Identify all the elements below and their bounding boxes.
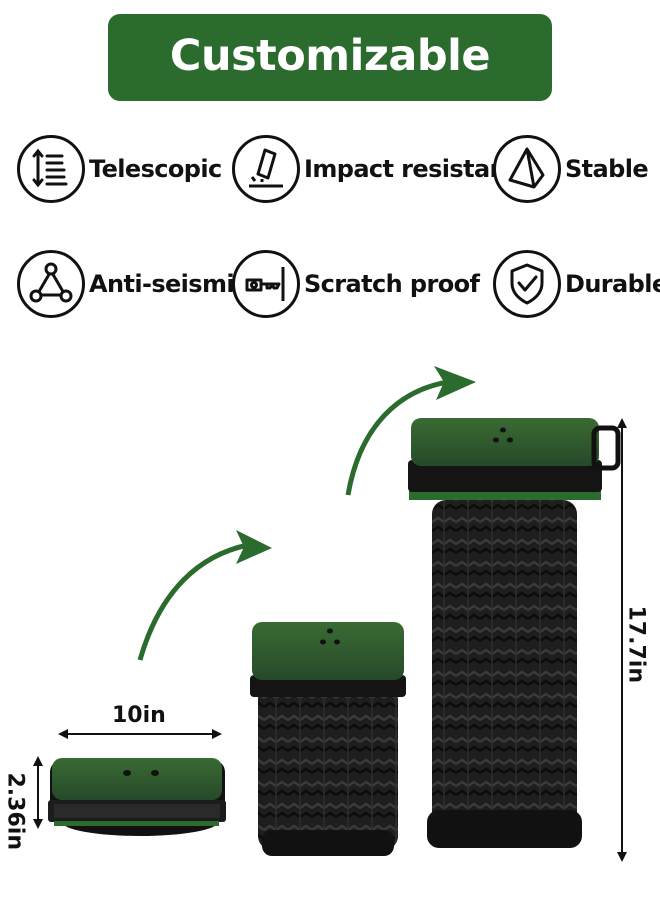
folded-height-dimension-line: [33, 756, 43, 829]
stool-fully-extended: [408, 418, 621, 848]
title-banner: [108, 14, 552, 101]
feature-label: Telescopic: [89, 155, 222, 183]
shield-check-icon: [493, 250, 561, 318]
folded-height-label: 2.36in: [2, 772, 28, 850]
product-scene: [33, 366, 627, 862]
key-scratch-icon: [232, 250, 300, 318]
feature-label: Durable: [565, 270, 660, 298]
feature-label: Anti-seismic: [89, 270, 248, 298]
width-dimension-line: [58, 729, 222, 739]
stool-folded: [48, 758, 226, 836]
width-label: 10in: [112, 703, 166, 728]
impact-icon: [232, 135, 300, 203]
extended-height-dimension-line: [617, 418, 627, 862]
stool-half-extended: [250, 622, 406, 856]
feature-label: Stable: [565, 155, 649, 183]
extended-height-label: 17.7in: [623, 605, 649, 683]
arrow-up-icon: [137, 530, 272, 661]
triangle-nodes-icon: [17, 250, 85, 318]
page-title: Customizable height: [169, 31, 491, 165]
feature-label: Scratch proof: [304, 270, 480, 298]
pyramid-icon: [493, 135, 561, 203]
arrow-up-icon: [345, 366, 476, 496]
telescopic-icon: [17, 135, 85, 203]
